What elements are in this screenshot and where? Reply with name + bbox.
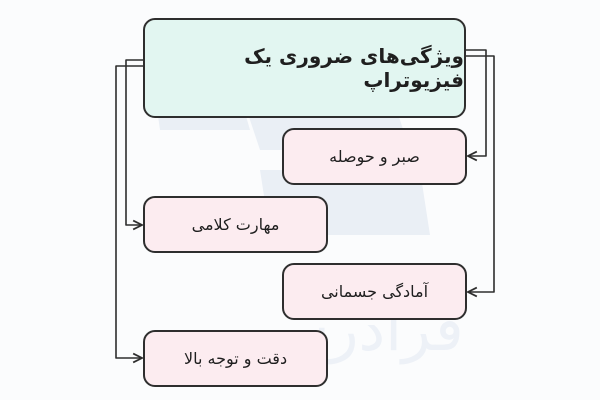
title-box: ویژگی‌های ضروری یک فیزیوتراپ — [143, 18, 466, 118]
title-text: ویژگی‌های ضروری یک فیزیوتراپ — [244, 44, 464, 92]
arrow-to-item-4 — [115, 65, 144, 358]
item-box-patience: صبر و حوصله — [282, 128, 467, 185]
arrow-to-item-2 — [125, 59, 144, 225]
item-box-precision: دقت و توجه بالا — [143, 330, 328, 387]
item-label: صبر و حوصله — [329, 147, 420, 166]
item-box-physical-fitness: آمادگی جسمانی — [282, 263, 467, 320]
item-label: مهارت کلامی — [191, 215, 280, 234]
arrow-to-item-3 — [465, 55, 495, 292]
arrow-to-item-1 — [465, 49, 487, 156]
item-label: آمادگی جسمانی — [320, 282, 429, 301]
item-box-verbal-skill: مهارت کلامی — [143, 196, 328, 253]
item-label: دقت و توجه بالا — [183, 349, 288, 368]
